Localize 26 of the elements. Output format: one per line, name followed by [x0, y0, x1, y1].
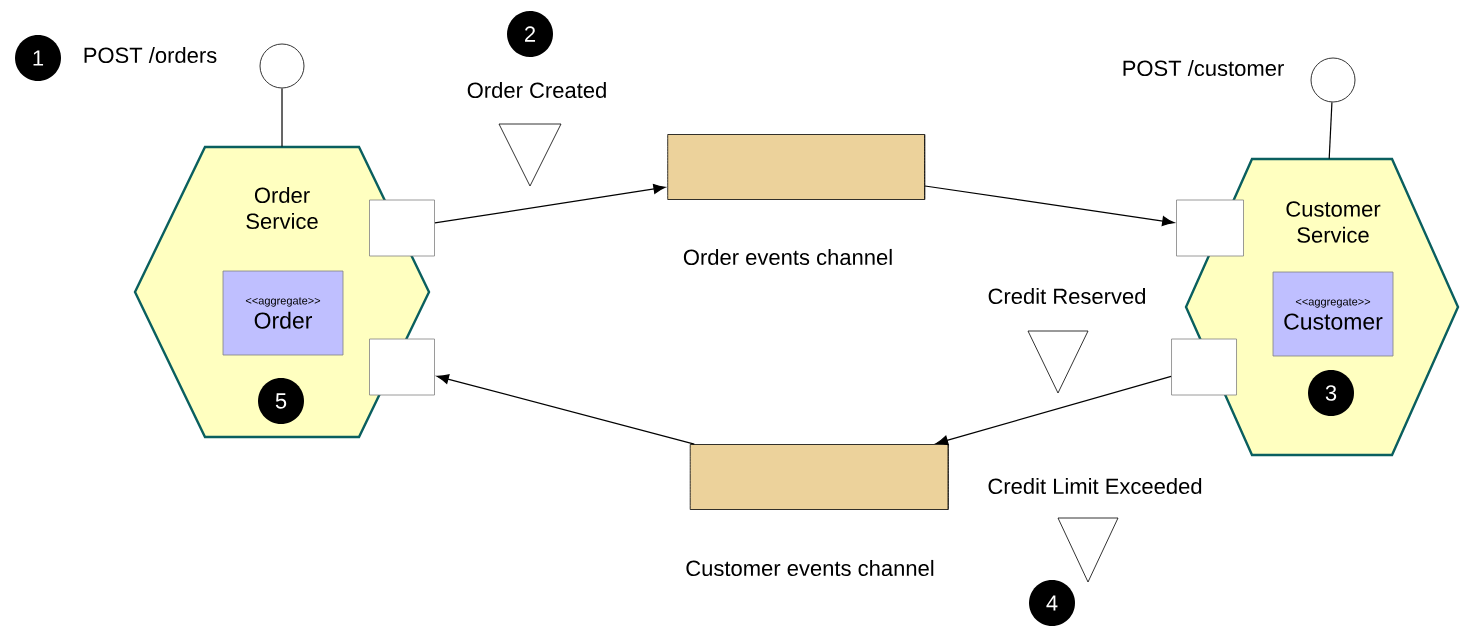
step-number: 3	[1308, 370, 1354, 416]
aggregate-box: <<aggregate>> Order	[222, 270, 344, 356]
port-box	[1171, 338, 1237, 396]
connector-line	[281, 87, 283, 148]
port-box	[369, 338, 435, 396]
arrow	[935, 375, 1172, 446]
event-label: Order Created	[467, 81, 606, 99]
arrow	[436, 374, 695, 445]
step-number: 5	[258, 378, 304, 424]
channel-label: Customer events channel	[686, 559, 934, 577]
arrow	[434, 184, 666, 224]
event-label: Credit Reserved	[988, 287, 1146, 305]
arrow	[924, 185, 1175, 227]
endpoint-label: POST /customer	[1123, 59, 1284, 77]
channel-label: Order events channel	[683, 248, 892, 266]
aggregate-box: <<aggregate>> Customer	[1272, 271, 1394, 357]
step-number: 4	[1029, 580, 1075, 626]
port-box	[369, 199, 435, 257]
event-label: Credit Limit Exceeded	[988, 477, 1202, 495]
interface-circle	[259, 43, 305, 89]
step-number: 2	[507, 11, 553, 57]
interface-circle	[1310, 57, 1356, 103]
step-number: 1	[15, 35, 61, 81]
endpoint-label: POST /orders	[84, 46, 217, 64]
port-box	[1176, 199, 1244, 257]
connector-line	[1328, 101, 1333, 160]
